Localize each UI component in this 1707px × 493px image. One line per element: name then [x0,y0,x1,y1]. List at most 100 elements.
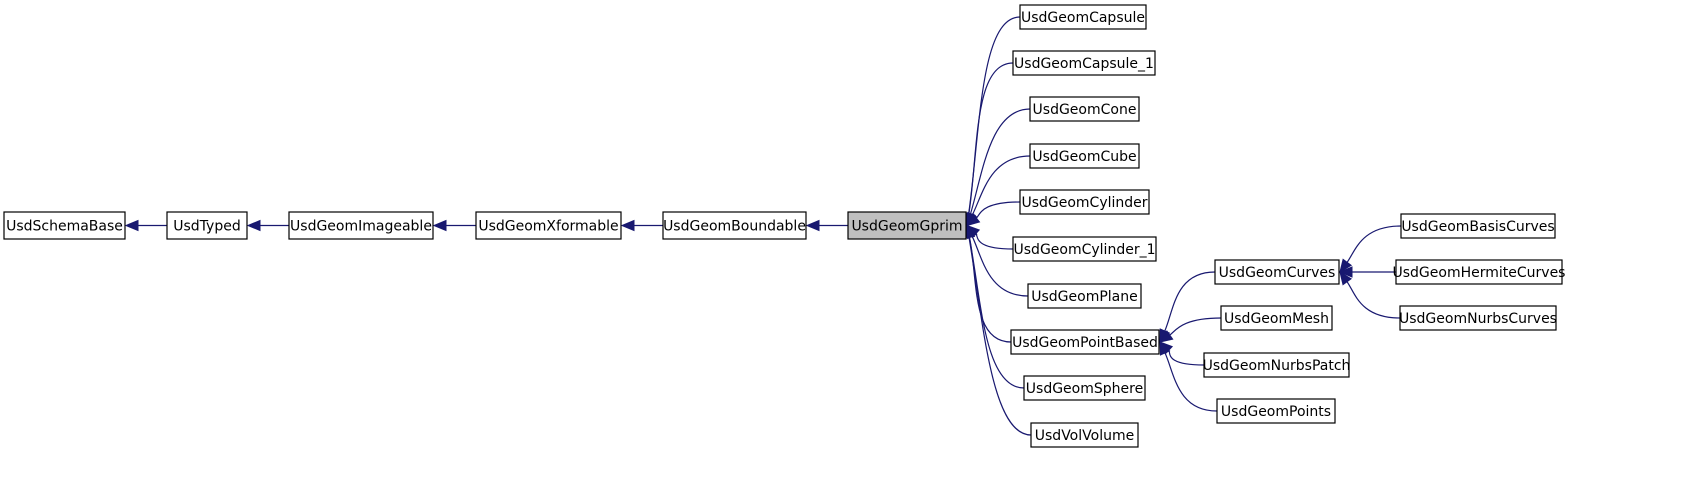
node-box [1023,375,1146,401]
node-label: UsdGeomCapsule_1 [1014,56,1154,72]
class-node-points[interactable]: UsdGeomPoints [1216,398,1336,424]
class-node-basiscurves[interactable]: UsdGeomBasisCurves [1400,213,1556,239]
edge-points-to-pointbased [1159,340,1218,412]
node-box [288,211,434,240]
edge-line [1164,271,1216,332]
node-box [1012,236,1157,262]
node-box [1203,352,1350,378]
arrowhead [1159,340,1171,356]
arrowhead [1339,270,1352,286]
edge-line [975,201,1021,219]
node-label: UsdGeomBasisCurves [1401,219,1554,235]
node-label: UsdGeomNurbsCurves [1399,311,1557,327]
edge-boundable-to-xformable [620,219,663,232]
arrowhead [432,219,447,232]
node-box [1019,189,1150,215]
edge-line [1346,225,1402,263]
node-label: UsdGeomPlane [1031,289,1138,305]
node-box [3,211,126,240]
class-node-typed[interactable]: UsdTyped [166,211,248,240]
node-label: UsdGeomHermiteCurves [1393,265,1566,281]
edge-line [1169,317,1222,336]
node-box [1029,143,1140,169]
node-label: UsdGeomNurbsPatch [1203,358,1351,374]
node-box [1027,283,1142,309]
node-label: UsdTyped [173,219,240,235]
node-label: UsdGeomCylinder [1021,195,1147,211]
arrowhead [246,219,261,232]
arrowhead [1338,266,1353,278]
node-box [1399,305,1557,331]
edge-nurbspatch-to-pointbased [1159,341,1205,366]
class-node-xformable[interactable]: UsdGeomXformable [475,211,622,240]
node-label: UsdGeomSphere [1026,381,1143,397]
edge-line [968,62,1014,214]
node-box [1220,305,1333,331]
node-label: UsdGeomCylinder_1 [1014,242,1156,258]
arrowhead [1339,258,1353,274]
edge-hermitecurves-to-curves [1338,266,1396,278]
node-label: UsdGeomBoundable [663,219,806,235]
node-box [1012,50,1156,76]
edge-line [971,236,1029,297]
edge-line [1168,349,1205,366]
node-label: UsdGeomCube [1032,149,1136,165]
node-box [1400,213,1556,239]
edge-mesh-to-pointbased [1158,317,1222,343]
node-label: UsdGeomImageable [290,219,432,235]
class-node-hermitecurves[interactable]: UsdGeomHermiteCurves [1393,259,1566,285]
edge-capsule1-to-gprim [963,62,1014,227]
edge-imageable-to-typed [246,219,289,232]
class-node-mesh[interactable]: UsdGeomMesh [1220,305,1333,331]
class-node-sphere[interactable]: UsdGeomSphere [1023,375,1146,401]
edge-curves-to-pointbased [1159,271,1216,344]
node-label: UsdVolVolume [1035,428,1134,444]
node-box [475,211,622,240]
class-node-plane[interactable]: UsdGeomPlane [1027,283,1142,309]
edge-line [975,233,1014,250]
class-node-volvolume[interactable]: UsdVolVolume [1030,422,1139,448]
node-box [1214,259,1340,285]
edge-line [1346,281,1401,319]
edge-line [1164,352,1218,412]
class-node-capsule[interactable]: UsdGeomCapsule [1019,4,1147,30]
node-label: UsdGeomMesh [1224,311,1329,327]
edge-gprim-to-boundable [805,219,848,232]
node-box [1395,259,1563,285]
arrowhead [805,219,820,232]
edge-cylinder1-to-gprim [966,224,1014,250]
node-box [1019,4,1147,30]
node-label: UsdGeomGprim [851,219,962,235]
class-node-capsule1[interactable]: UsdGeomCapsule_1 [1012,50,1156,76]
node-label: UsdGeomCurves [1219,265,1336,281]
class-node-cube[interactable]: UsdGeomCube [1029,143,1140,169]
node-box [1216,398,1336,424]
class-node-nurbspatch[interactable]: UsdGeomNurbsPatch [1203,352,1351,378]
edge-pointbased-to-gprim [963,224,1012,343]
arrowhead [620,219,635,232]
edge-layer [124,16,1402,436]
class-node-cylinder[interactable]: UsdGeomCylinder [1019,189,1150,215]
class-node-nurbscurves[interactable]: UsdGeomNurbsCurves [1399,305,1557,331]
node-box [1030,422,1139,448]
node-label: UsdSchemaBase [6,219,123,235]
edge-capsule-to-gprim [963,16,1021,227]
class-node-gprim: UsdGeomGprim [847,211,967,240]
arrowhead [124,219,139,232]
edge-xformable-to-imageable [432,219,476,232]
class-node-schemabase[interactable]: UsdSchemaBase [3,211,126,240]
class-node-curves[interactable]: UsdGeomCurves [1214,259,1340,285]
class-node-pointbased[interactable]: UsdGeomPointBased [1010,329,1160,355]
class-node-cone[interactable]: UsdGeomCone [1029,96,1140,122]
node-label: UsdGeomXformable [478,219,618,235]
node-label: UsdGeomPointBased [1012,335,1158,351]
class-node-boundable[interactable]: UsdGeomBoundable [662,211,807,240]
edge-line [969,108,1031,215]
class-node-imageable[interactable]: UsdGeomImageable [288,211,434,240]
edge-basiscurves-to-curves [1339,225,1402,274]
node-label: UsdGeomCone [1033,102,1137,118]
edge-typed-to-schemabase [124,219,167,232]
class-node-cylinder1[interactable]: UsdGeomCylinder_1 [1012,236,1157,262]
